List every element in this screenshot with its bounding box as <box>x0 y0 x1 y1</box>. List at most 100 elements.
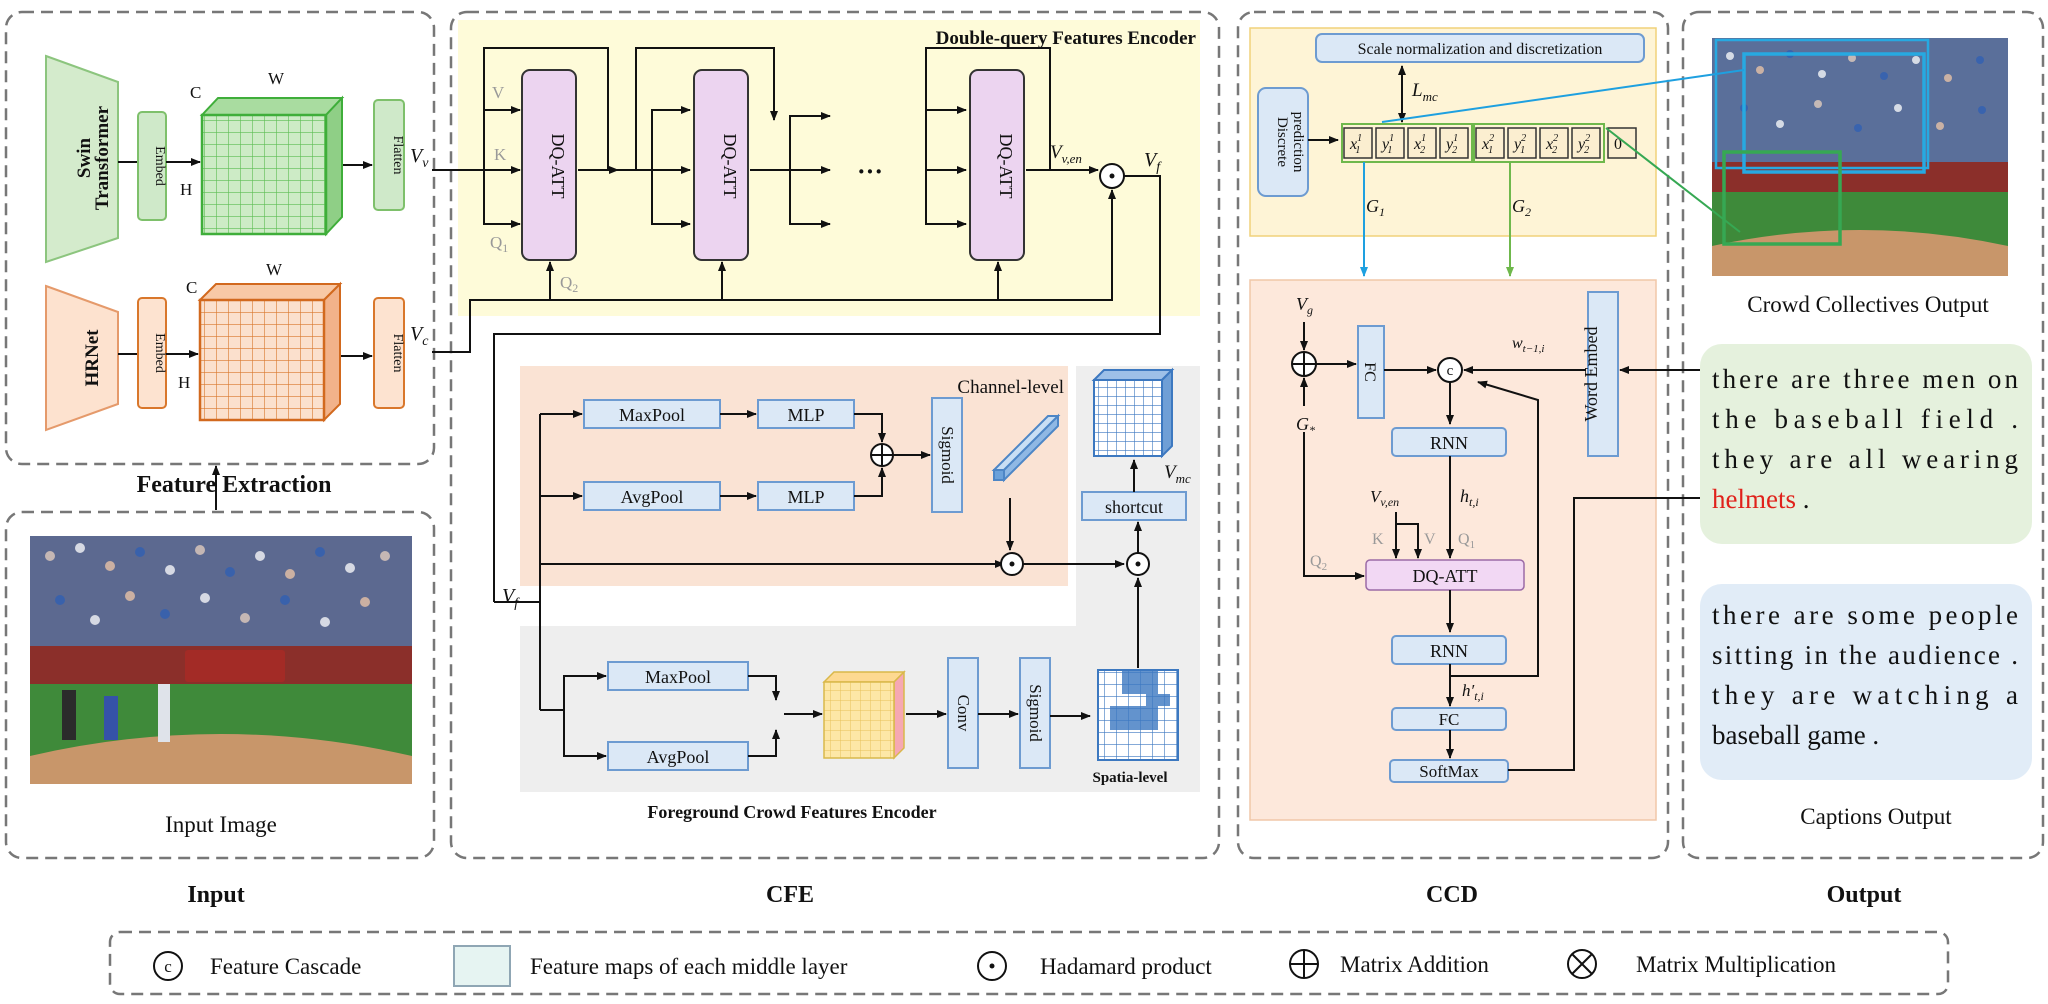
sigmoid-spatial-label: Sigmoid <box>1026 684 1045 742</box>
avgpool-spatial-box <box>607 741 749 771</box>
ccd-q2-label: Q2 <box>1310 553 1327 573</box>
channel-level-title: Channel-level <box>957 377 1064 398</box>
dq-att-label-2: DQ-ATT <box>720 134 740 199</box>
mlp2-to-add-arrow <box>854 467 886 497</box>
hprime-feedback-arrow <box>1450 380 1539 677</box>
token-cell <box>1507 127 1537 159</box>
input-image: Input Image <box>30 536 412 837</box>
dq-q2-label: Q2 <box>560 273 578 295</box>
legend-panel <box>108 930 1950 996</box>
token-cell <box>1607 127 1637 159</box>
dq3-q-arrow <box>789 170 831 228</box>
dq-encoder-title: Double-query Features Encoder <box>936 28 1197 49</box>
input-photo-catcher <box>104 696 118 740</box>
vf-route-line <box>493 175 1161 602</box>
rnn-label-1: RNN <box>1430 433 1468 453</box>
input-photo-crowd-dots <box>45 543 390 627</box>
legend-cascade-label: Feature Cascade <box>210 954 361 979</box>
section-label-input: Input <box>187 882 244 908</box>
section-label-output: Output <box>1827 882 1902 908</box>
mlp-box-2 <box>757 481 855 511</box>
output: Crowd Collectives Output there are three… <box>1381 38 2032 829</box>
orange-cube-top <box>197 283 343 301</box>
captions-label: Captions Output <box>1800 804 1952 829</box>
vmc-cube-top <box>1091 369 1175 381</box>
ccd-cascade-symbol: c <box>1447 363 1454 379</box>
caption-2-line: baseball game . <box>1712 720 1879 750</box>
discrete-prediction-box <box>1257 87 1309 197</box>
legend-feature-map-icon <box>453 945 511 987</box>
dq-encoder: Double-query Features Encoder V K Q1 DQ-… <box>432 20 1200 602</box>
swin-label-line1: Swin <box>74 138 95 179</box>
legend: c Feature Cascade Feature maps of each m… <box>153 945 1836 987</box>
vf-label-dq: Vf <box>1144 149 1162 175</box>
spatial-mask-fill-2 <box>1110 706 1158 730</box>
sigmoid-spatial-box <box>1019 657 1051 769</box>
token-cell <box>1439 127 1469 159</box>
lmc-label: Lmc <box>1411 80 1438 104</box>
legend-mult-line-2 <box>1571 953 1593 975</box>
vc-bus-line <box>432 189 1116 353</box>
spatial-mask-fill-1 <box>1122 670 1158 694</box>
maxpool-spatial-label: MaxPool <box>645 667 711 687</box>
mlp-label-2: MLP <box>787 487 824 507</box>
dim-w-top: W <box>268 69 285 88</box>
input-image-caption: Input Image <box>165 812 277 837</box>
dq3-v-arrow <box>789 112 831 170</box>
mlp1-to-add-arrow <box>854 413 886 443</box>
w-label: wt−1,i <box>1512 335 1544 355</box>
channel-vector-side <box>1003 413 1059 483</box>
token-text: 0 <box>1614 136 1622 153</box>
rnn-label-2: RNN <box>1430 641 1468 661</box>
output-photo-crowd <box>1712 38 2008 162</box>
hadamard-dot-final <box>1135 561 1141 567</box>
legend-cascade-icon <box>153 951 183 981</box>
token-cell <box>1343 127 1373 159</box>
token-cell <box>1539 127 1569 159</box>
feature-extraction: Swin Transformer Embed C W H Flatten Vv … <box>45 54 429 510</box>
dim-h-bottom: H <box>178 373 190 392</box>
embed-label-top: Embed <box>152 146 167 186</box>
vv-label: Vv <box>410 145 429 171</box>
shortcut-label: shortcut <box>1105 497 1163 517</box>
hp-label: h′t,i <box>1462 681 1484 703</box>
vven-label: Vv,en <box>1050 142 1082 166</box>
softmax-label: SoftMax <box>1419 762 1479 781</box>
dim-w-bottom: W <box>266 260 283 279</box>
input-photo-batter <box>158 684 170 742</box>
caption-2-line: there are some people <box>1712 600 2018 630</box>
ccd-dqatt-label: DQ-ATT <box>1413 566 1478 586</box>
vg-label: Vg <box>1296 294 1313 317</box>
dq-att-label-1: DQ-ATT <box>548 134 568 199</box>
hrnet-label: HRNet <box>82 329 103 387</box>
token-cell <box>1407 127 1437 159</box>
fg-encoder: Channel-level Spatia-level Vf MaxPool Av… <box>494 366 1200 822</box>
sp-avgpool-merge-arrow <box>748 729 780 757</box>
fg-encoder-title: Foreground Crowd Features Encoder <box>647 802 936 822</box>
caption-1-box <box>1700 344 2032 544</box>
collective-box-blue-2 <box>1714 38 1930 170</box>
sigmoid-channel-box <box>931 397 963 513</box>
discrete-label-1: Discrete <box>1274 117 1290 167</box>
feature-extraction-title: Feature Extraction <box>137 472 332 498</box>
g1-label: G1 <box>1366 196 1385 219</box>
flatten-label-bottom: Flatten <box>390 334 405 373</box>
caption-1-line-highlight: helmets . <box>1712 484 1809 514</box>
avgpool-channel-label: AvgPool <box>621 487 684 507</box>
ccd-vven-label: Vv,en <box>1370 487 1399 509</box>
dq-ellipsis: ··· <box>857 157 883 186</box>
dq2-v-arrow <box>651 106 691 170</box>
legend-multiplication-label: Matrix Multiplication <box>1636 952 1836 977</box>
discrete-label-2: prediction <box>1290 112 1306 173</box>
dqn-q-arrow <box>925 170 967 228</box>
input-photo-umpire <box>62 690 76 740</box>
green-cube-top <box>199 97 345 116</box>
hadamard-dot-channel <box>1009 561 1015 567</box>
dq2-q-arrow <box>651 170 691 228</box>
